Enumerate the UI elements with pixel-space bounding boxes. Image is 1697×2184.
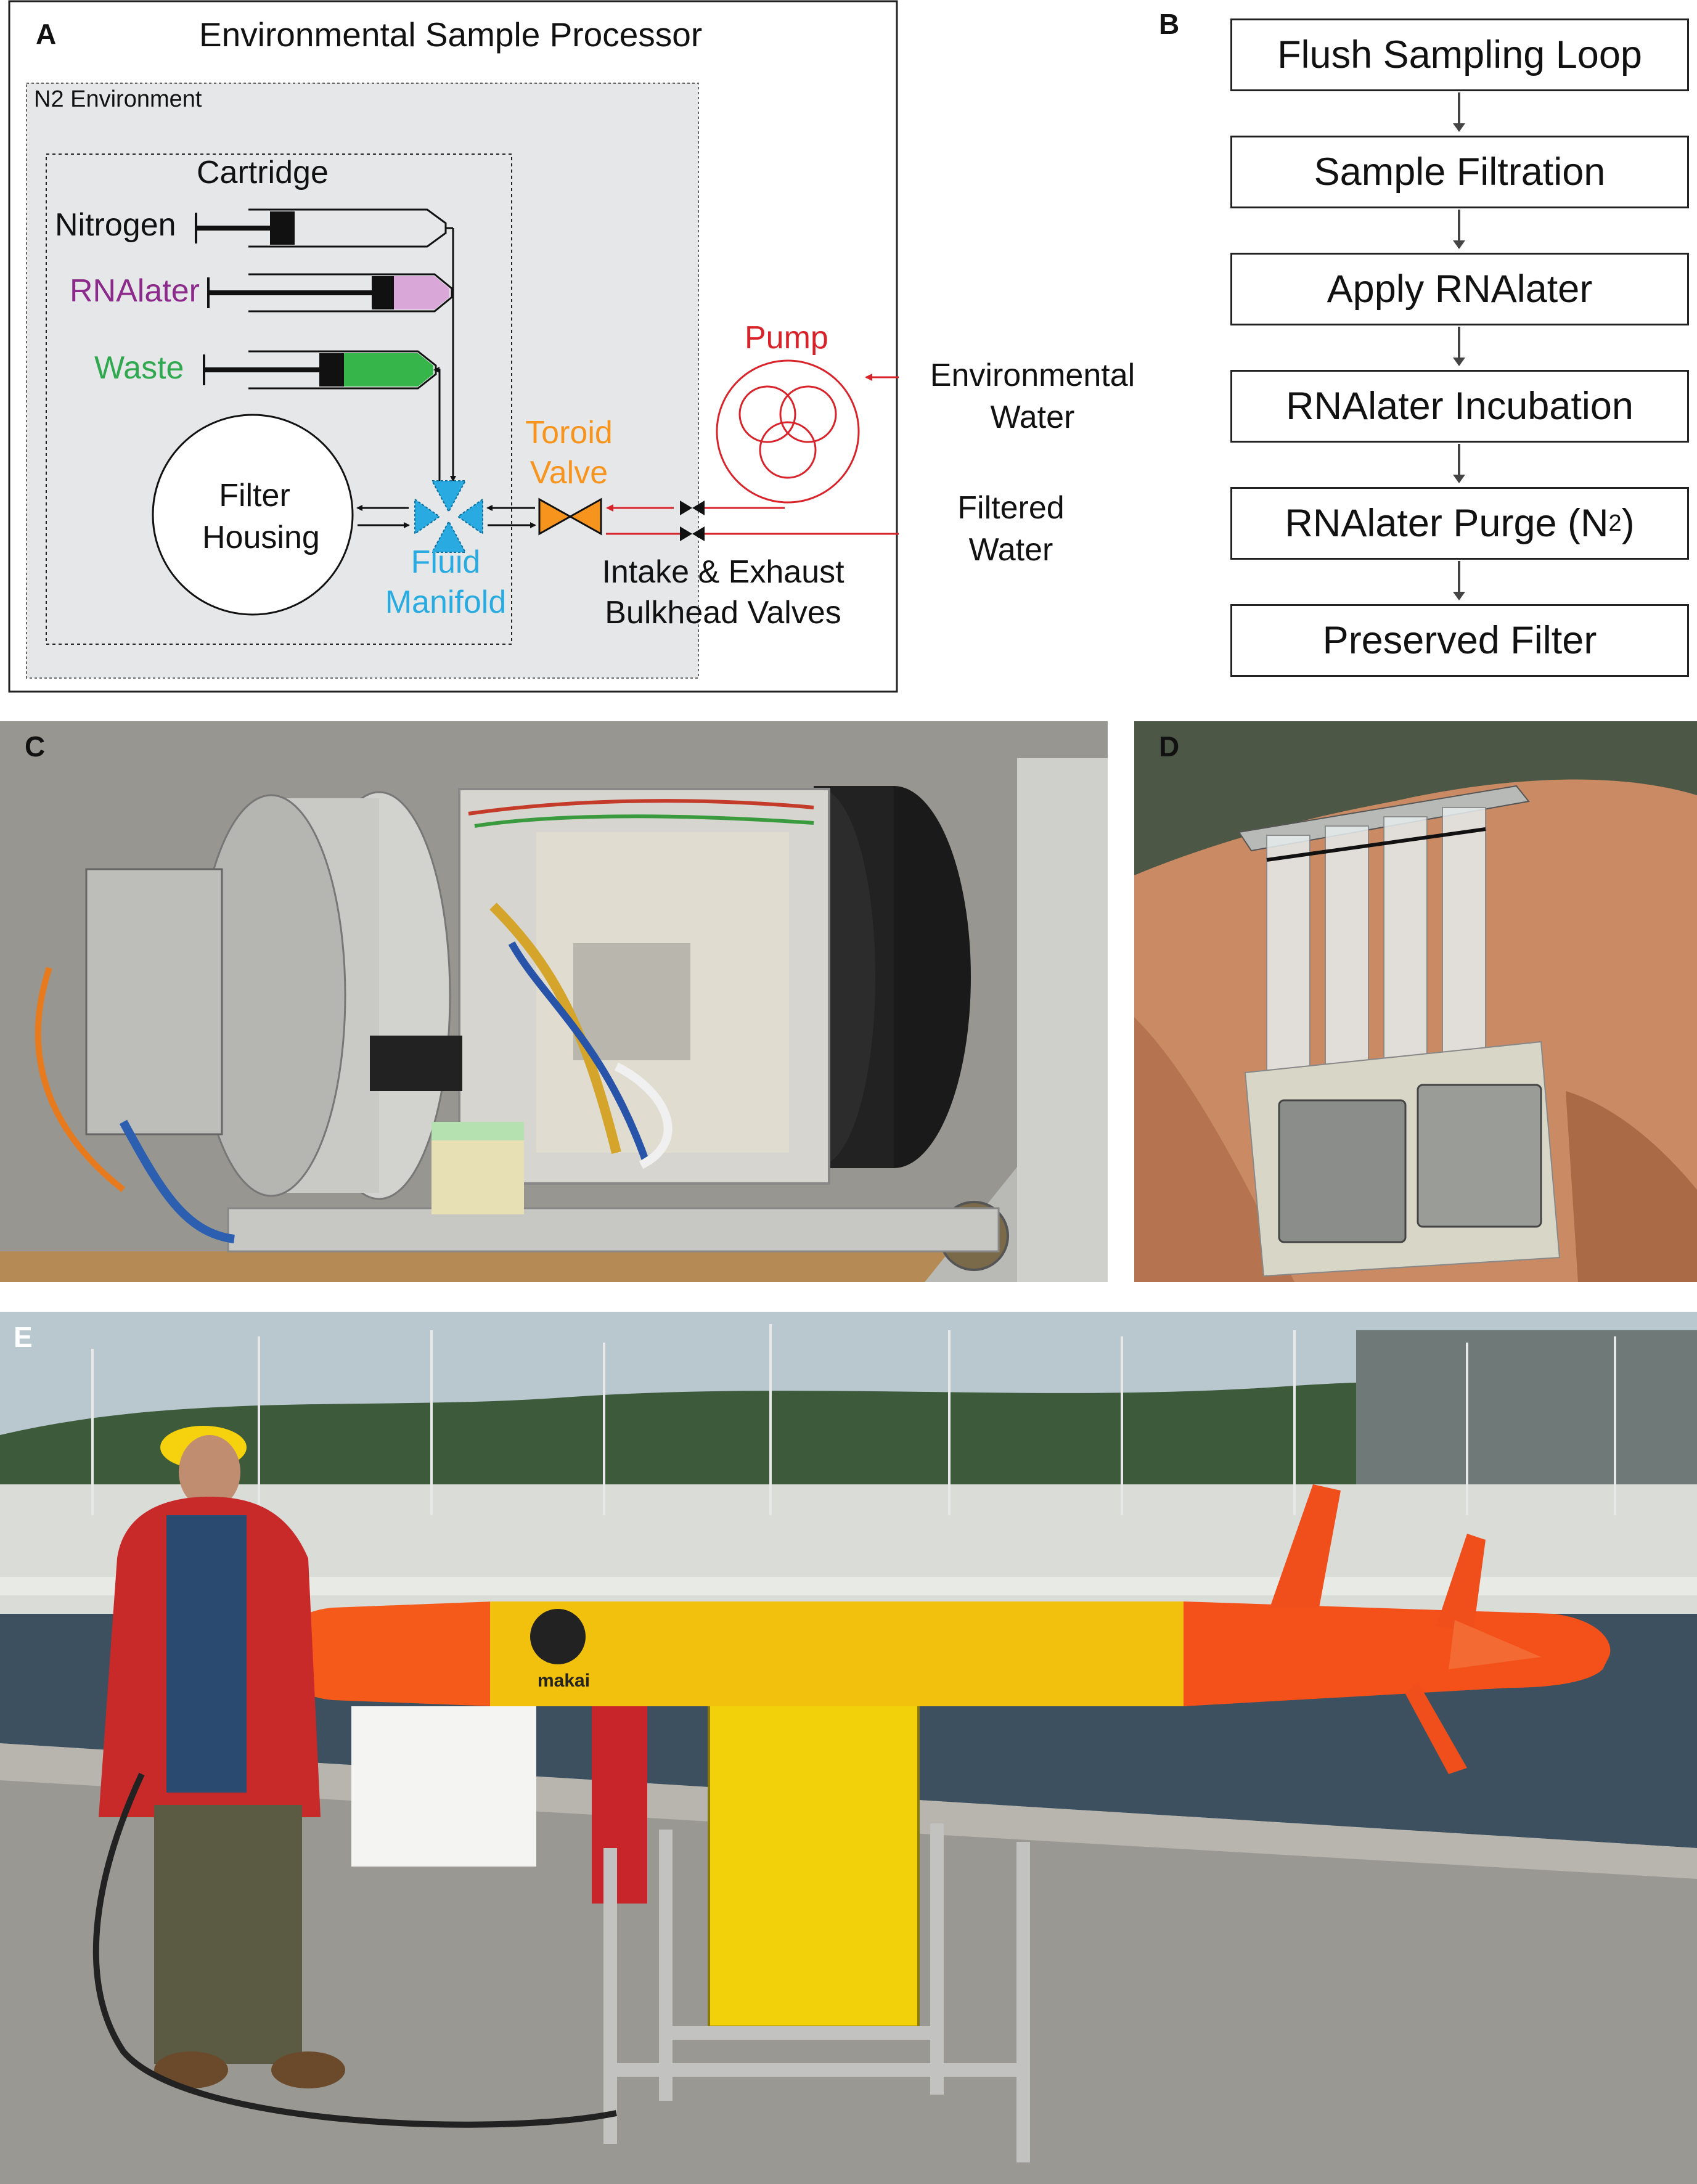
cartridge-box xyxy=(46,153,512,645)
panel-e-letter: E xyxy=(14,1321,33,1353)
pump xyxy=(716,359,860,504)
esp-title: Environmental Sample Processor xyxy=(199,15,703,54)
flow-arrow xyxy=(1453,210,1465,249)
nitrogen-syringe xyxy=(195,208,453,248)
rnalater-label: RNAlater xyxy=(70,273,200,309)
flow-step-incubation: RNAlater Incubation xyxy=(1230,370,1689,443)
auv-logo-text: makai xyxy=(538,1671,591,1691)
flow-step-flush: Flush Sampling Loop xyxy=(1230,18,1689,91)
flow-arrow xyxy=(1453,561,1465,600)
esp-instrument-photo: C xyxy=(0,721,1108,1282)
filter-housing xyxy=(152,414,354,616)
flow-step-filtration: Sample Filtration xyxy=(1230,136,1689,208)
flow-step-preserved-filter: Preserved Filter xyxy=(1230,604,1689,677)
flow-step-apply-rnalater: Apply RNAlater xyxy=(1230,253,1689,325)
cartridge-hand-photo: D xyxy=(1134,721,1697,1282)
filter-housing-label: Filter Housing xyxy=(202,478,320,555)
auv-vehicle xyxy=(277,1484,1611,1774)
fluid-manifold xyxy=(414,480,483,553)
panel-a-schematic xyxy=(8,0,934,693)
cartridge-label: Cartridge xyxy=(197,155,329,190)
toroid-valve-label: Toroid Valve xyxy=(525,415,613,491)
flow-arrow xyxy=(1453,327,1465,366)
flow-arrow xyxy=(1453,92,1465,132)
panel-b-letter: B xyxy=(1159,8,1180,40)
n2-environment-label: N2 Environment xyxy=(34,86,202,112)
rnalater-syringe xyxy=(207,273,453,313)
auv-harbor-photo: E makai xyxy=(0,1312,1697,2184)
bulkhead-valves-label: Intake & Exhaust Bulkhead Valves xyxy=(602,554,844,631)
environmental-water-label: Environmental Water xyxy=(930,358,1135,435)
panel-c-letter: C xyxy=(25,730,46,763)
waste-syringe xyxy=(203,350,437,390)
panel-a-letter: A xyxy=(36,18,57,50)
panel-a: A Environmental Sample Processor N2 Envi… xyxy=(8,0,934,693)
fluid-manifold-label: Fluid Manifold xyxy=(385,544,507,620)
nitrogen-label: Nitrogen xyxy=(55,207,176,243)
filtered-water-label: Filtered Water xyxy=(957,490,1065,568)
flow-arrow xyxy=(1453,444,1465,483)
toroid-valve xyxy=(538,497,602,536)
waste-label: Waste xyxy=(94,350,184,386)
pump-label: Pump xyxy=(745,320,828,356)
bulkhead-valves xyxy=(680,501,705,541)
panel-d-letter: D xyxy=(1159,730,1180,763)
person xyxy=(99,1426,345,2088)
